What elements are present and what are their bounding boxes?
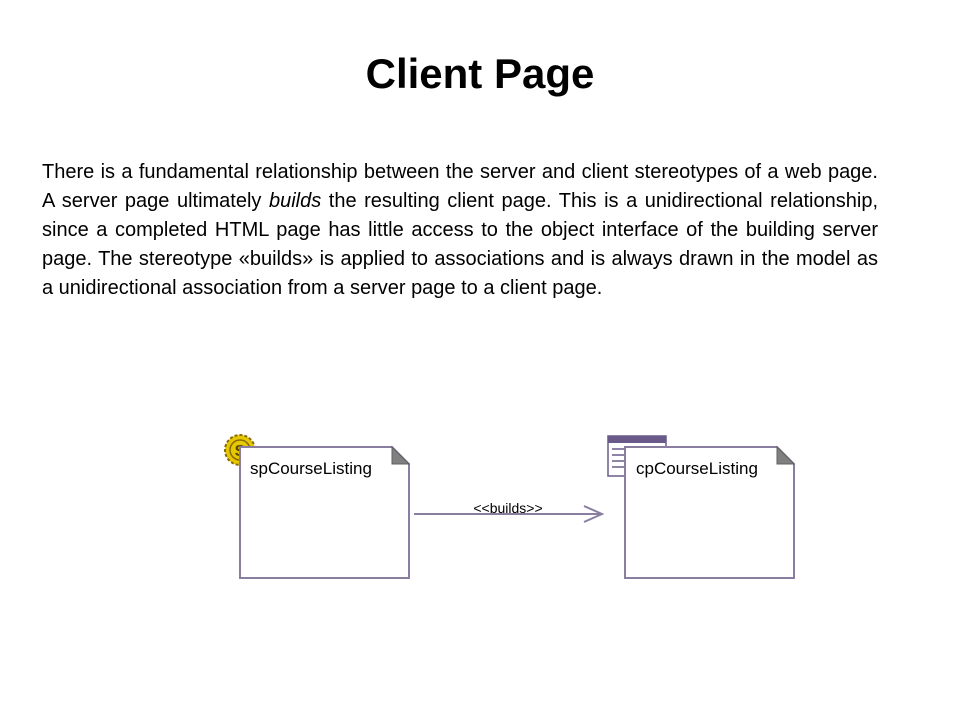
- client-class-box: [624, 446, 795, 579]
- paragraph-part-1: There is a fundamental relationship betw…: [42, 161, 878, 212]
- client-page-class[interactable]: cpCourseListing: [607, 435, 796, 579]
- server-page-class[interactable]: S spCourseListing: [224, 434, 411, 579]
- slide-paragraph: There is a fundamental relationship betw…: [42, 158, 878, 303]
- client-class-fold: [776, 445, 796, 465]
- association-label: <<builds>>: [473, 500, 542, 516]
- paragraph-emphasis: builds: [268, 190, 322, 212]
- slide-title: Client Page: [365, 50, 595, 97]
- server-class-name: spCourseListing: [250, 459, 372, 478]
- paragraph-part-2: the resulting client page. This is a uni…: [42, 190, 878, 299]
- association-arrowhead: [583, 505, 605, 523]
- builds-association[interactable]: <<builds>>: [414, 500, 605, 523]
- server-class-box: [239, 446, 410, 579]
- server-class-fold: [391, 445, 411, 465]
- client-class-name: cpCourseListing: [636, 459, 758, 478]
